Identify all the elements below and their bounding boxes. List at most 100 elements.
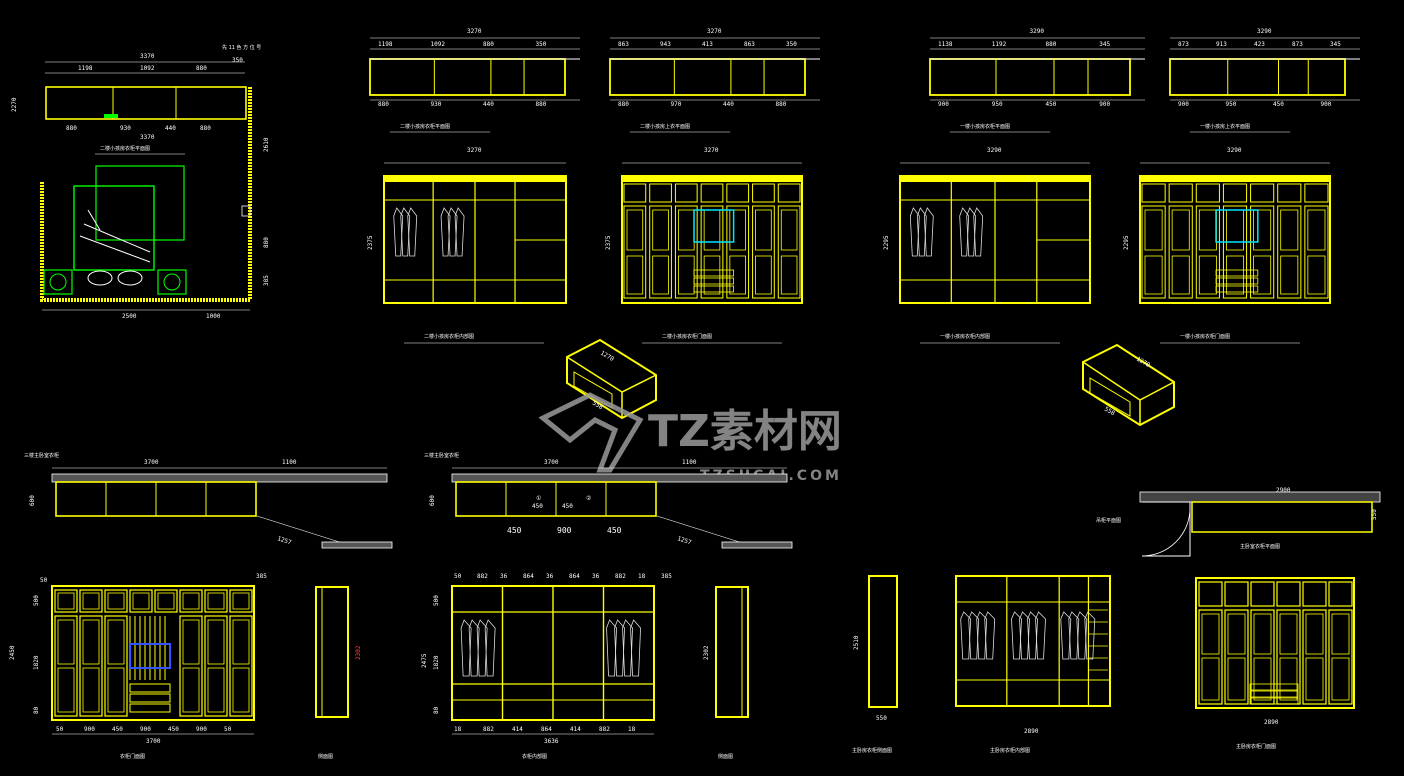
door-top-panel	[1141, 183, 1166, 203]
elevation-total: 3270	[704, 147, 719, 154]
hanging-clothes	[916, 207, 927, 257]
rg-side-height: 2510	[853, 635, 860, 650]
door-inset	[626, 255, 644, 295]
upper-view-dim: 345	[1330, 41, 1341, 48]
mel-top-door	[54, 589, 78, 613]
rg-door-inset	[1201, 613, 1220, 655]
door-panel	[752, 205, 775, 299]
rg-drawer	[1249, 697, 1299, 705]
elevation-title: 一楼小孩房衣柜门面图	[1180, 333, 1230, 340]
side-counter	[721, 541, 793, 549]
door-panel	[674, 205, 698, 299]
upper-view-bottom: 450	[1046, 101, 1057, 108]
floor-plan-bottom-1: 2500	[122, 313, 137, 320]
mem-columns	[452, 586, 654, 720]
upper-view-total: 3290	[1030, 28, 1045, 35]
mel-bottom-dim: 900	[140, 726, 151, 733]
master-plan-title: 三楼主卧室衣柜	[24, 452, 59, 459]
rg-door	[1198, 609, 1223, 705]
mel-bottom-dim: 450	[168, 726, 179, 733]
bed-cover	[79, 209, 151, 263]
upper-view-bottom: 950	[1226, 101, 1237, 108]
nightstand-left	[43, 269, 73, 295]
door-panel	[1222, 205, 1248, 299]
upper-view-bottom: 440	[723, 101, 734, 108]
rg-door-inset	[1279, 613, 1298, 655]
elevation-crown	[1140, 176, 1330, 182]
rug	[95, 165, 185, 241]
mel-drawer	[129, 683, 171, 693]
watermark-logo	[538, 392, 644, 473]
mem-top-dim: 385	[661, 573, 672, 580]
master-plan-bottom: 450	[607, 526, 622, 535]
master-plan-marker: ②	[586, 495, 591, 502]
box-2-label-a: 1270	[1135, 356, 1151, 369]
master-plan-dim: 1100	[282, 459, 297, 466]
rg-inner-title: 主卧房衣柜内部图	[990, 747, 1030, 754]
mel-door-inset	[82, 619, 100, 665]
elevation-title: 二楼小孩房衣柜门面图	[662, 333, 712, 340]
floor-plan-handle	[104, 114, 118, 118]
rg-door	[1302, 609, 1327, 705]
upper-view-bottom: 970	[671, 101, 682, 108]
upper-view-bottom: 440	[483, 101, 494, 108]
drawer	[1215, 285, 1259, 293]
upper-view-total: 3270	[467, 28, 482, 35]
mel-top-inset	[82, 592, 100, 610]
upper-view-bottom: 880	[618, 101, 629, 108]
mel-frame	[51, 585, 255, 721]
mel-door	[79, 615, 103, 717]
box-1-label-a: 1270	[599, 350, 615, 363]
drawer	[1215, 277, 1259, 285]
pillow-right	[117, 270, 143, 286]
hanging-clothes	[959, 207, 970, 257]
rg-plan-title: 主卧室衣柜平面图	[1240, 543, 1280, 550]
upper-view-dim: 943	[660, 41, 671, 48]
mem-top-dim: 36	[500, 573, 508, 580]
msm-height: 2302	[703, 645, 710, 660]
door-inset	[1307, 255, 1326, 295]
mel-top-door	[229, 589, 253, 613]
rg-door-inset	[1331, 613, 1350, 655]
door-inset	[652, 209, 669, 251]
hanging-clothes	[393, 207, 404, 257]
right-group: 2900 2890 吊柜平面图 主卧室衣柜平面图 550 2510 550 主卧…	[852, 487, 1381, 754]
rg-plan-label: 吊柜平面图	[1096, 517, 1121, 524]
rg-top-door	[1302, 581, 1327, 607]
upper-view-dim: 1092	[431, 41, 446, 48]
side-counter	[321, 541, 393, 549]
door-top-panel	[1277, 183, 1302, 203]
floor-plan-dim-1: 1198	[78, 65, 93, 72]
counter-top	[51, 473, 388, 483]
door-panel	[1141, 205, 1166, 299]
master-side-mid: 2302 侧面图	[703, 586, 749, 760]
mel-top-inset	[57, 592, 75, 610]
mem-total: 2475	[421, 653, 428, 668]
door-top-panel	[752, 183, 775, 203]
upper-view-dim: 913	[1216, 41, 1227, 48]
mem-side-2: 1820	[433, 655, 440, 670]
elevation-side: 2295	[883, 235, 890, 250]
floor-plan-total-dim: 3370	[140, 53, 155, 60]
upper-view-dim: 345	[1099, 41, 1110, 48]
rg-plan-counter	[1139, 491, 1381, 503]
msm-title: 侧面图	[718, 753, 733, 760]
door-inset	[1198, 255, 1217, 295]
master-plan-depth: 600	[429, 495, 436, 506]
rg-door-inset	[1331, 657, 1350, 701]
rg-door-inset	[1279, 657, 1298, 701]
rg-inner-clothes	[1035, 611, 1046, 660]
upper-view-dim: 413	[702, 41, 713, 48]
door-inset	[1171, 209, 1190, 251]
upper-view-dim: 863	[744, 41, 755, 48]
upper-view-title: 二楼小孩房上衣平面图	[640, 123, 690, 130]
mel-door	[54, 615, 78, 717]
rg-plan-door	[1142, 501, 1191, 557]
